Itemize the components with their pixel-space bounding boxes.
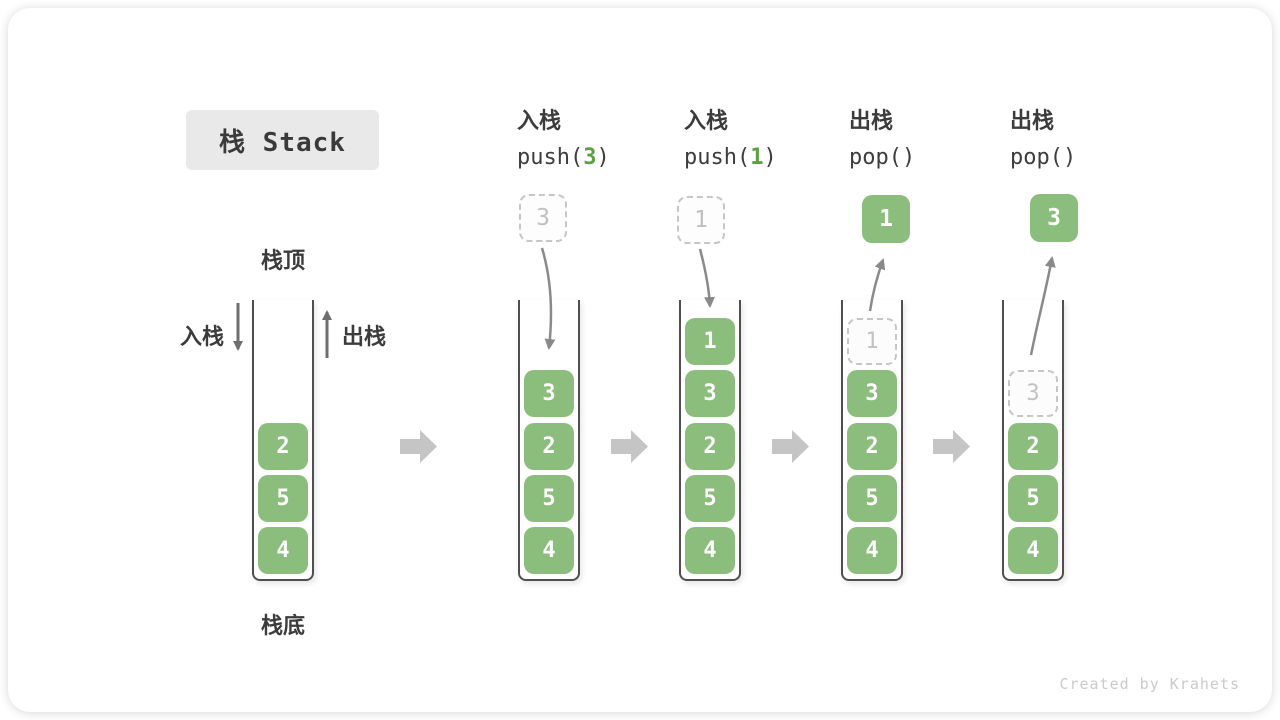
ghost-box-push-3: 3: [519, 194, 567, 242]
push-curve-arrow-2: [698, 248, 715, 308]
stack-cell: 3: [524, 370, 574, 417]
stack-cell: 5: [847, 475, 897, 522]
flow-arrow-icon: [772, 430, 809, 463]
code-arg: 1: [750, 145, 764, 170]
stack-cell: 2: [1008, 423, 1058, 470]
stack-container-4: 1 3 2 5 4: [841, 300, 903, 581]
stack-cell: 5: [524, 475, 574, 522]
watermark: Created by Krahets: [1059, 675, 1240, 693]
stack-cell: 4: [524, 527, 574, 574]
flow-arrow-icon: [400, 430, 437, 463]
op-header-push-1: 入栈 push(1): [684, 106, 834, 174]
op-header-pop-3: 出栈 pop(): [1010, 106, 1160, 174]
stack-cell: 4: [847, 527, 897, 574]
stack-cell: 2: [685, 423, 735, 470]
stack-cell: 4: [1008, 527, 1058, 574]
stack-container-3: 1 3 2 5 4: [679, 300, 741, 581]
popped-box-1: 1: [862, 195, 910, 243]
op-header-pop-1: 出栈 pop(): [849, 106, 999, 174]
stack-cell: 5: [685, 475, 735, 522]
op-label: 出栈: [849, 109, 894, 134]
code-pre: pop(): [1010, 145, 1077, 170]
code-pre: pop(): [849, 145, 916, 170]
title-badge: 栈 Stack: [186, 110, 379, 170]
ghost-box-push-1: 1: [677, 196, 725, 244]
stack-container-1: 2 5 4: [252, 300, 314, 581]
op-code: pop(): [1010, 142, 1160, 174]
stack-cell: 1: [685, 318, 735, 365]
op-code: push(1): [684, 142, 834, 174]
stack-cell: 4: [685, 527, 735, 574]
code-arg: 3: [583, 145, 597, 170]
push-label: 入栈: [180, 325, 225, 350]
stack-cell: 4: [258, 527, 308, 574]
stack-cell: 2: [847, 423, 897, 470]
code-pre: push(: [517, 145, 584, 170]
op-label: 出栈: [1010, 109, 1055, 134]
stack-container-5: 3 2 5 4: [1002, 300, 1064, 581]
stack-bottom-label: 栈底: [260, 614, 305, 639]
op-label: 入栈: [517, 109, 562, 134]
stack-cell: 2: [524, 423, 574, 470]
code-post: ): [596, 145, 610, 170]
op-label: 入栈: [684, 109, 729, 134]
code-post: ): [763, 145, 777, 170]
stack-cell-ghost: 1: [847, 318, 897, 365]
stack-cell: 5: [258, 475, 308, 522]
popped-box-3: 3: [1030, 194, 1078, 242]
stack-cell: 3: [847, 370, 897, 417]
stack-top-label: 栈顶: [260, 249, 305, 274]
op-code: pop(): [849, 142, 999, 174]
flow-arrow-icon: [611, 430, 648, 463]
pop-label: 出栈: [342, 325, 387, 350]
stack-container-2: 3 2 5 4: [518, 300, 580, 581]
op-code: push(3): [517, 142, 667, 174]
stack-cell-ghost: 3: [1008, 370, 1058, 417]
flow-arrow-icon: [933, 430, 970, 463]
op-header-push-3: 入栈 push(3): [517, 106, 667, 174]
stack-cell: 3: [685, 370, 735, 417]
stack-cell: 5: [1008, 475, 1058, 522]
stack-cell: 2: [258, 423, 308, 470]
code-pre: push(: [684, 145, 751, 170]
